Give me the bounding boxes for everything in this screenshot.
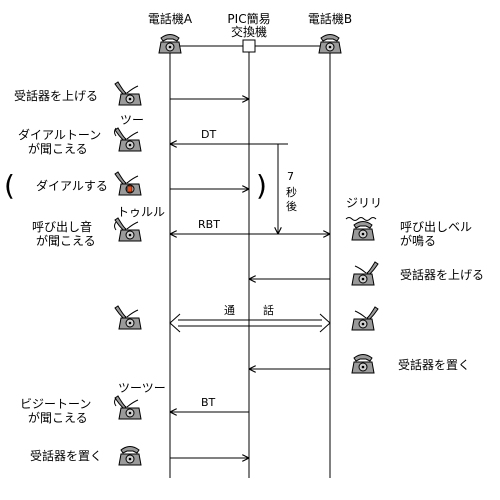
sound-bt-label: ツーツー — [118, 381, 166, 395]
phone-lifted-icon — [114, 81, 142, 106]
talk-arrow — [169, 313, 331, 333]
talk-label-2: 話 — [263, 303, 274, 317]
sound-wave-icon — [114, 221, 117, 231]
a-offhook-label: 受話器を上げる — [14, 89, 99, 103]
sound-dt-label: ツー — [120, 113, 145, 127]
a-dial-label: ダイアルする — [36, 179, 108, 193]
phone-lifted-icon — [114, 127, 142, 152]
phone-a-header-icon — [158, 34, 182, 54]
phone-hung-icon — [351, 354, 375, 374]
phone-a-label: 電話機A — [147, 12, 193, 26]
bracket-close: ) — [256, 169, 267, 202]
signal-rbt-label: RBT — [198, 218, 220, 231]
sound-rbt-label: トゥルル — [117, 205, 166, 219]
timer-char-1: 秒 — [286, 185, 297, 199]
a-hear-bt-label-1: ビジートーン — [20, 397, 92, 411]
exchange-label-1: PIC簡易 — [227, 12, 271, 26]
timer-char-2: 後 — [286, 199, 297, 213]
phone-b-header-icon — [318, 34, 342, 54]
signal-bt-label: BT — [201, 396, 216, 409]
timer-digit: 7 — [287, 170, 294, 183]
phone-hung-ringing-icon — [351, 221, 375, 241]
phone-lifted-icon — [114, 395, 142, 420]
ringing-lines-icon — [345, 217, 377, 221]
phone-b-label: 電話機B — [307, 12, 353, 26]
sound-wave-icon — [114, 127, 117, 137]
b-onhook-label: 受話器を置く — [398, 358, 471, 372]
sound-ring-label: ジリリ — [346, 196, 383, 210]
phone-lifted-icon — [114, 305, 142, 330]
a-hear-bt-label-2: が聞こえる — [28, 411, 88, 425]
b-ring-label-2: が鳴る — [400, 234, 437, 248]
phone-lifted-icon — [351, 306, 379, 331]
a-hear-dt-label-2: が聞こえる — [28, 142, 88, 156]
a-hear-dt-label-1: ダイアルトーン — [18, 128, 102, 142]
phone-hung-icon — [118, 446, 142, 466]
a-hear-rbt-label-1: 呼び出し音 — [32, 220, 93, 234]
b-ring-label-1: 呼び出しベル — [400, 220, 473, 234]
a-hear-rbt-label-2: が聞こえる — [36, 234, 96, 248]
b-offhook-label: 受話器を上げる — [400, 268, 485, 282]
talk-label-1: 通 — [224, 304, 235, 317]
exchange-label-2: 交換機 — [230, 25, 268, 39]
signal-dt-label: DT — [201, 128, 216, 141]
sound-wave-icon — [114, 397, 117, 407]
dial-finger-icon — [126, 185, 133, 193]
a-onhook-label: 受話器を置く — [30, 449, 103, 463]
phone-lifted-icon — [351, 261, 379, 286]
phone-lifted-icon — [114, 217, 142, 242]
exchange-box-icon — [242, 39, 256, 53]
bracket-open: ( — [4, 169, 15, 202]
